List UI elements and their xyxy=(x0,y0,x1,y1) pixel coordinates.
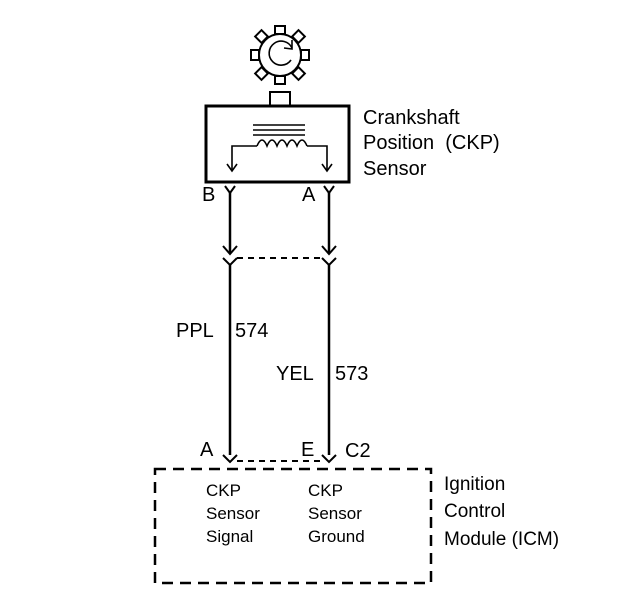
sensor-pin-a-label: A xyxy=(302,184,316,206)
icm-signal-line1: CKP xyxy=(206,481,241,500)
icm-ground-line1: CKP xyxy=(308,481,343,500)
sensor-name-line1: Crankshaft xyxy=(363,107,460,129)
sensor-pin-b-label: B xyxy=(202,184,215,206)
icm-ground-line3: Ground xyxy=(308,527,365,546)
icm-name-line1: Ignition xyxy=(444,474,505,495)
icm-signal-line3: Signal xyxy=(206,527,253,546)
icm-signal-line2: Sensor xyxy=(206,504,260,523)
icm-name-line2: Control xyxy=(444,501,505,522)
icm-name-line3: Module (ICM) xyxy=(444,529,559,550)
wire-yel-circuit-label: 573 xyxy=(335,363,368,385)
wire-ppl-color-label: PPL xyxy=(176,320,214,342)
sensor-body xyxy=(204,104,351,184)
reluctor-wheel-icon xyxy=(250,25,310,85)
icm-pin-a-label: A xyxy=(200,439,214,461)
icm-ground-line2: Sensor xyxy=(308,504,362,523)
sensor-name-line3: Sensor xyxy=(363,158,427,180)
magnetic-core-icon xyxy=(253,124,305,136)
sensor-tip xyxy=(269,91,291,107)
sensor-name-line2: Position (CKP) xyxy=(363,132,500,154)
icm-connector-pins xyxy=(222,454,337,464)
wire-yel-color-label: YEL xyxy=(276,363,314,385)
sensor-connector-pins xyxy=(224,185,335,195)
wire-ppl-circuit-label: 574 xyxy=(235,320,268,342)
icm-pin-e-label: E xyxy=(301,439,314,461)
icm-connector-label: C2 xyxy=(345,440,371,462)
sensor-coil-icon xyxy=(226,139,333,173)
inline-connector xyxy=(222,245,337,267)
icm-box xyxy=(153,467,433,585)
